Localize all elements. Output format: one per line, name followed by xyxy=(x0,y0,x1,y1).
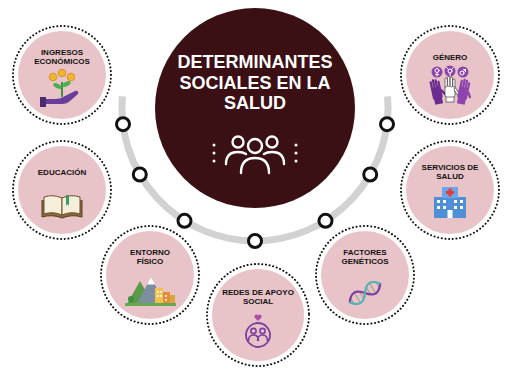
topic-circle: INGRESOS ECONÓMICOS xyxy=(11,24,113,126)
topic-label: ENTORNO FÍSICO xyxy=(122,248,178,266)
dotted-border xyxy=(207,264,309,366)
circle-shape xyxy=(205,262,311,368)
dotted-border xyxy=(316,226,414,324)
gender-icon xyxy=(429,66,475,106)
topic-circle: ENTORNO FÍSICO xyxy=(99,224,201,326)
dotted-border xyxy=(13,26,111,124)
topic-label: GÉNERO xyxy=(415,53,485,62)
circle-fill xyxy=(18,146,106,234)
support-icon xyxy=(246,315,270,347)
circle-shape xyxy=(11,24,113,126)
center-circle: DETERMINANTES SOCIALES EN LA SALUD xyxy=(153,6,357,210)
circle-fill xyxy=(406,146,494,234)
circle-shape xyxy=(11,139,113,241)
topic-label: FACTORES GENÉTICOS xyxy=(330,248,400,266)
circle-fill xyxy=(406,31,494,119)
dotted-border xyxy=(401,26,499,124)
topic-circle: EDUCACIÓN xyxy=(11,139,113,241)
dna-icon xyxy=(346,278,384,309)
hospital-icon xyxy=(434,187,466,218)
topic-circle: GÉNERO xyxy=(399,24,501,126)
dotted-marks xyxy=(213,144,298,163)
circle-shape xyxy=(399,24,501,126)
environment-icon xyxy=(125,277,176,306)
topic-circle: REDES DE APOYO SOCIAL xyxy=(205,262,311,368)
topic-circle: SERVICIOS DE SALUD xyxy=(399,139,501,241)
book-icon xyxy=(42,195,82,218)
circle-shape xyxy=(99,224,201,326)
circle-fill xyxy=(155,8,355,208)
circle-fill xyxy=(212,269,304,361)
people-icon xyxy=(226,137,284,174)
circle-fill xyxy=(18,31,106,119)
circle-shape xyxy=(314,224,416,326)
topic-circle: FACTORES GENÉTICOS xyxy=(314,224,416,326)
income-icon xyxy=(40,69,78,107)
circle-fill xyxy=(106,231,194,319)
dotted-border xyxy=(101,226,199,324)
circle-fill xyxy=(321,231,409,319)
topic-label: INGRESOS ECONÓMICOS xyxy=(27,48,97,66)
dotted-border xyxy=(13,141,111,239)
circle-shape xyxy=(399,139,501,241)
topic-label: EDUCACIÓN xyxy=(27,168,97,177)
dotted-border xyxy=(401,141,499,239)
topic-label: REDES DE APOYO SOCIAL xyxy=(220,288,296,306)
title-text: DETERMINANTES SOCIALES EN LA SALUD xyxy=(173,52,337,114)
topic-label: SERVICIOS DE SALUD xyxy=(415,163,485,181)
